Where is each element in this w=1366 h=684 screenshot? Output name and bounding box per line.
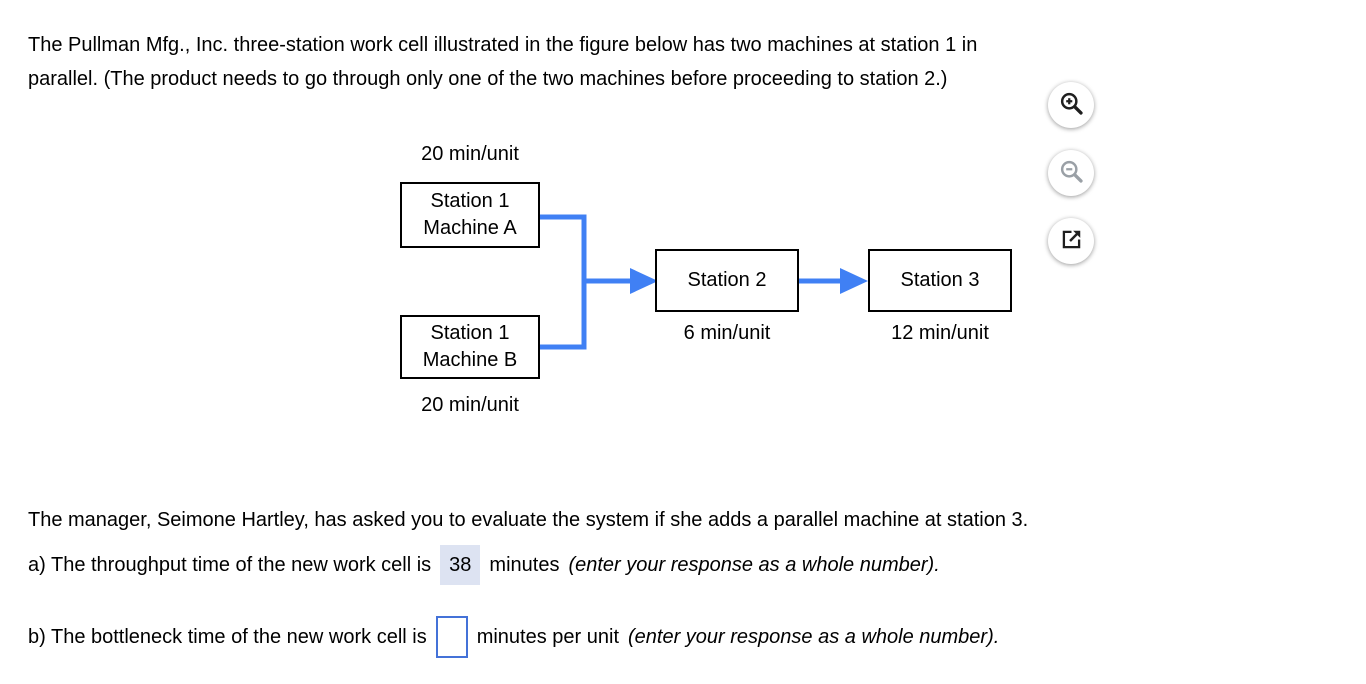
station-2-label: Station 2 <box>687 269 767 291</box>
station1-machine-b-box: Station 1 Machine B <box>400 315 540 379</box>
work-cell-figure: 20 min/unit Station 1 Machine A Station … <box>0 140 1060 432</box>
zoom-out-button[interactable] <box>1048 150 1094 196</box>
station-3-label: Station 3 <box>900 269 980 291</box>
zoom-in-icon <box>1058 90 1085 120</box>
question-a-suffix: minutes <box>489 553 560 576</box>
question-a-prefix: a) The throughput time of the new work c… <box>28 553 432 576</box>
intro-line-1: The Pullman Mfg., Inc. three-station wor… <box>28 34 978 56</box>
question-b-line: b) The bottleneck time of the new work c… <box>28 616 999 658</box>
question-a-line: a) The throughput time of the new work c… <box>28 545 940 585</box>
question-a-note: (enter your response as a whole number). <box>568 553 940 576</box>
station-3-box: Station 3 <box>868 249 1012 312</box>
station1-machine-a-line2: Machine A <box>423 217 517 239</box>
question-b-note: (enter your response as a whole number). <box>628 625 1000 648</box>
open-in-new-button[interactable] <box>1048 218 1094 264</box>
throughput-answer-value[interactable]: 38 <box>440 545 481 585</box>
station-2-box: Station 2 <box>655 249 799 312</box>
machine-b-rate-label: 20 min/unit <box>421 394 519 416</box>
bottleneck-answer-input[interactable] <box>435 616 468 658</box>
flow-connector-arrows <box>540 214 868 350</box>
station1-machine-b-line1: Station 1 <box>430 322 510 344</box>
station-2-rate-label: 6 min/unit <box>683 322 771 344</box>
open-in-new-icon <box>1059 227 1084 255</box>
zoom-in-button[interactable] <box>1048 82 1094 128</box>
station1-machine-a-line1: Station 1 <box>430 190 510 212</box>
question-b-prefix: b) The bottleneck time of the new work c… <box>28 625 427 648</box>
intro-paragraph: The Pullman Mfg., Inc. three-station wor… <box>28 28 977 96</box>
station1-machine-b-line2: Machine B <box>422 349 518 371</box>
station1-machine-a-box: Station 1 Machine A <box>400 182 540 248</box>
manager-paragraph: The manager, Seimone Hartley, has asked … <box>28 509 1029 531</box>
question-b-suffix: minutes per unit <box>476 625 619 648</box>
zoom-out-icon <box>1058 158 1085 188</box>
intro-line-2: parallel. (The product needs to go throu… <box>28 68 948 90</box>
station-3-rate-label: 12 min/unit <box>891 322 989 344</box>
machine-a-rate-label: 20 min/unit <box>421 143 519 165</box>
